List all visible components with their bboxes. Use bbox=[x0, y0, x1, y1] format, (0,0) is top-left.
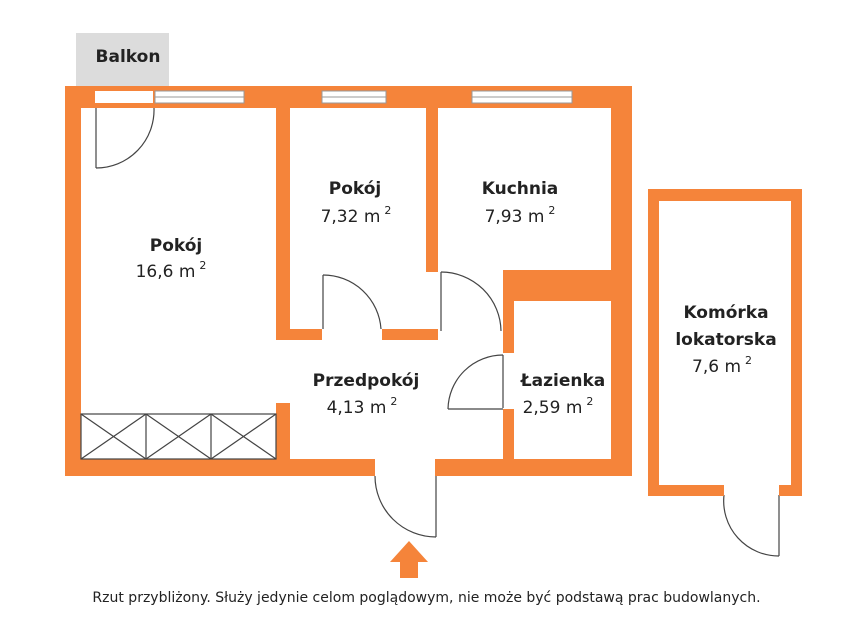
windows bbox=[95, 90, 573, 104]
room-name: Łazienka bbox=[520, 371, 606, 391]
storage-walls bbox=[648, 189, 802, 496]
door-swings bbox=[95, 107, 780, 557]
room-name: Pokój bbox=[150, 236, 203, 256]
room-name: Pokój bbox=[329, 179, 382, 199]
room-name: Przedpokój bbox=[313, 371, 420, 391]
arrow-up-icon bbox=[390, 541, 428, 578]
room-name-line1: Komórka bbox=[683, 303, 768, 323]
room-name: Kuchnia bbox=[482, 179, 559, 199]
wardrobe bbox=[80, 413, 277, 460]
balcony-area bbox=[76, 33, 169, 86]
floor-plan: Balkon bbox=[65, 33, 802, 578]
balcony-label: Balkon bbox=[96, 47, 161, 67]
room-name-line2: lokatorska bbox=[675, 330, 776, 350]
disclaimer-caption: Rzut przybliżony. Służy jedynie celom po… bbox=[92, 590, 761, 606]
interior-walls bbox=[276, 108, 611, 459]
